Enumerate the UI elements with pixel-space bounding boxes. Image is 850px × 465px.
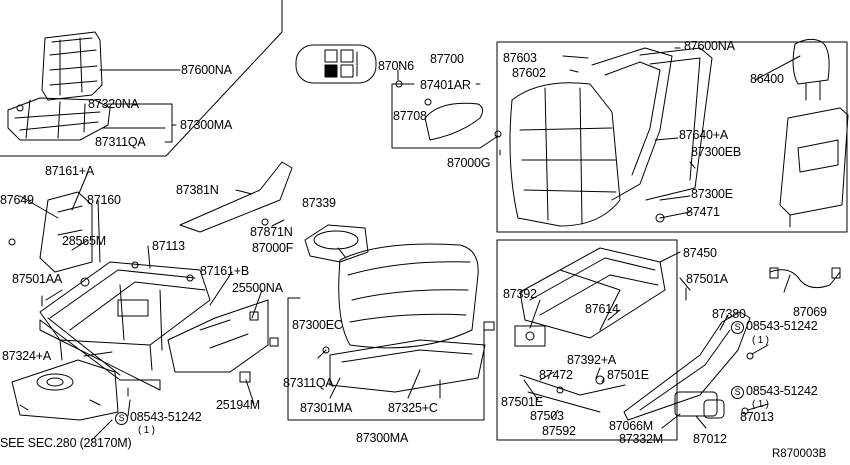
label-87325C[interactable]: 87325+C xyxy=(388,401,438,415)
seat-adjuster-illustration xyxy=(514,247,666,413)
label-87503[interactable]: 87503 xyxy=(530,409,564,423)
label-87640A[interactable]: 87640+A xyxy=(679,128,728,142)
label-87000G[interactable]: 87000G xyxy=(447,156,491,170)
label-87392A[interactable]: 87392+A xyxy=(567,353,616,367)
label-87339[interactable]: 87339 xyxy=(302,196,336,210)
foot-cover-illustration xyxy=(11,359,119,421)
label-87311QA-b[interactable]: 87311QA xyxy=(283,376,334,390)
qty-08543-c: ( 1 ) xyxy=(752,399,769,410)
label-87600NA-b[interactable]: 87600NA xyxy=(684,39,735,53)
seat-back-illustration xyxy=(509,47,713,227)
label-87301MA[interactable]: 87301MA xyxy=(300,401,353,415)
label-870N6[interactable]: 870N6 xyxy=(378,59,414,73)
label-87300EC[interactable]: 87300EC xyxy=(292,318,343,332)
cup-holder-illustration xyxy=(304,224,369,263)
screw-symbol-icon: S xyxy=(731,386,744,399)
seat-icon xyxy=(295,44,377,84)
label-87600NA-a[interactable]: 87600NA xyxy=(181,63,232,77)
part-number: 08543-51242 xyxy=(746,384,818,398)
label-87113[interactable]: 87113 xyxy=(152,239,185,253)
label-87160[interactable]: 87160 xyxy=(87,193,121,207)
seat-thumbnail-illustration xyxy=(7,31,111,141)
label-87603[interactable]: 87603 xyxy=(503,51,537,65)
part-number: 08543-51242 xyxy=(746,319,818,333)
label-87501E-a[interactable]: 87501E xyxy=(607,368,649,382)
label-87392[interactable]: 87392 xyxy=(503,287,537,301)
side-trim-illustration xyxy=(39,191,93,273)
label-87300EB[interactable]: 87300EB xyxy=(691,145,742,159)
footer-note: SEE SEC.280 (28170M) xyxy=(0,436,132,450)
cushion-frame-illustration xyxy=(329,339,486,393)
label-87700[interactable]: 87700 xyxy=(430,52,464,66)
label-87614[interactable]: 87614 xyxy=(585,302,619,316)
label-87324A[interactable]: 87324+A xyxy=(2,349,51,363)
label-86400[interactable]: 86400 xyxy=(750,72,784,86)
label-87300MA-b[interactable]: 87300MA xyxy=(356,431,409,445)
lever-trim-illustration xyxy=(179,161,293,233)
side-panel-illustration xyxy=(167,299,269,373)
label-87311QA-a[interactable]: 87311QA xyxy=(95,135,146,149)
label-87501E-b[interactable]: 87501E xyxy=(501,395,543,409)
headrest-illustration xyxy=(792,38,830,101)
diagram-ref-code: R870003B xyxy=(772,448,827,460)
label-25500NA[interactable]: 25500NA xyxy=(232,281,283,295)
knob-illustration xyxy=(674,391,725,419)
label-87161A[interactable]: 87161+A xyxy=(45,164,94,178)
label-87000F[interactable]: 87000F xyxy=(252,241,294,255)
label-87381N[interactable]: 87381N xyxy=(176,183,219,197)
label-87401AR[interactable]: 87401AR xyxy=(420,78,471,92)
label-25194M[interactable]: 25194M xyxy=(216,398,260,412)
label-87602[interactable]: 87602 xyxy=(512,66,546,80)
label-87013[interactable]: 87013 xyxy=(740,410,774,424)
seat-rail-illustration xyxy=(39,317,161,391)
seat-frame-illustration xyxy=(39,261,211,371)
screw-symbol-icon: S xyxy=(731,321,744,334)
side-cover-illustration xyxy=(623,311,751,421)
label-87066M[interactable]: 87066M xyxy=(609,419,653,433)
seat-back-panel-illustration xyxy=(779,107,849,228)
label-87332M[interactable]: 87332M xyxy=(619,432,663,446)
label-87871N[interactable]: 87871N xyxy=(250,225,293,239)
label-87649[interactable]: 87649 xyxy=(0,193,34,207)
cushion-pad-illustration xyxy=(338,243,479,349)
label-28565M[interactable]: 28565M xyxy=(62,234,106,248)
screw-symbol-icon: S xyxy=(115,412,128,425)
qty-08543-b: ( 1 ) xyxy=(752,335,769,346)
label-87501AA[interactable]: 87501AA xyxy=(12,272,63,286)
label-87471[interactable]: 87471 xyxy=(686,205,720,219)
label-87380[interactable]: 87380 xyxy=(712,307,746,321)
label-87161B[interactable]: 87161+B xyxy=(200,264,249,278)
qty-08543-a: ( 1 ) xyxy=(138,425,155,436)
label-87708[interactable]: 87708 xyxy=(393,109,427,123)
label-87300MA-a[interactable]: 87300MA xyxy=(180,118,233,132)
wire-harness-illustration xyxy=(769,267,841,293)
part-number: 08543-51242 xyxy=(130,410,202,424)
label-87300E[interactable]: 87300E xyxy=(691,187,733,201)
label-87472[interactable]: 87472 xyxy=(539,368,573,382)
label-87592[interactable]: 87592 xyxy=(542,424,576,438)
label-87450[interactable]: 87450 xyxy=(683,246,717,260)
label-87320NA[interactable]: 87320NA xyxy=(88,97,139,111)
label-87012[interactable]: 87012 xyxy=(693,432,727,446)
label-87069[interactable]: 87069 xyxy=(793,305,827,319)
label-87501A[interactable]: 87501A xyxy=(686,272,728,286)
